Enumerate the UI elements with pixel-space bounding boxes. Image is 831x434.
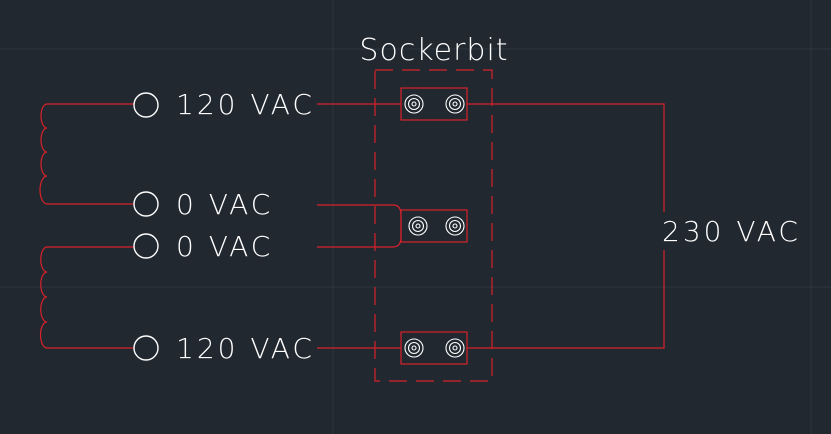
terminal-circle-4	[133, 335, 159, 361]
terminal-block-middle	[400, 209, 468, 243]
sockerbit-enclosure	[374, 69, 493, 382]
terminal-label-3: 0 VAC	[176, 230, 273, 263]
terminal-circles	[133, 92, 159, 361]
terminal-block-top	[400, 87, 468, 121]
wires	[317, 103, 665, 349]
output-label-backing	[658, 212, 790, 250]
terminal-circle-3	[133, 233, 159, 259]
terminal-circle-1	[133, 92, 159, 118]
wire-mid-in-1	[317, 204, 402, 226]
terminal-block-bottom	[400, 331, 468, 365]
output-voltage-label: 230 VAC	[662, 215, 801, 248]
lower-coil	[39, 246, 134, 349]
terminal-label-1: 120 VAC	[176, 88, 315, 121]
wire-mid-in-2	[317, 226, 402, 248]
terminal-label-2: 0 VAC	[176, 188, 273, 221]
terminal-circle-2	[133, 191, 159, 217]
upper-coil	[39, 103, 134, 205]
title-label: Sockerbit	[359, 33, 508, 68]
transformer-coils	[39, 103, 134, 349]
terminal-label-4: 120 VAC	[176, 332, 315, 365]
wire-output-loop	[467, 103, 665, 349]
